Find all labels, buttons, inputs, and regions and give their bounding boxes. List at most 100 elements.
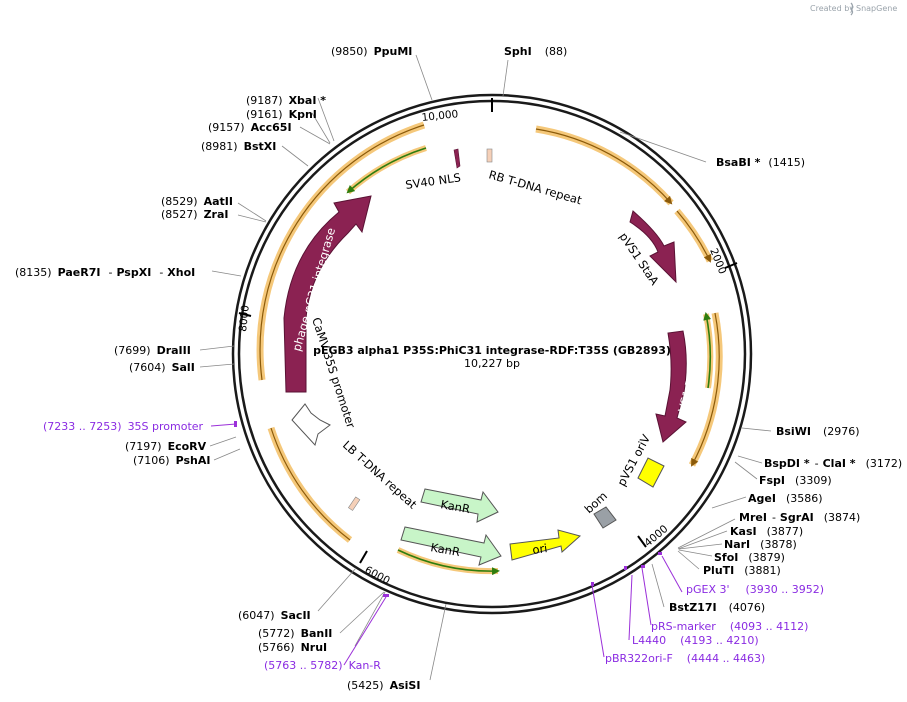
- svg-text:(6047)SacII: (6047)SacII: [238, 609, 311, 622]
- credit-prefix: Created by: [810, 4, 854, 13]
- svg-text:SfoI(3879): SfoI(3879): [714, 551, 785, 564]
- svg-text:NarI(3878): NarI(3878): [724, 538, 797, 551]
- svg-text:(9850)PpuMI: (9850)PpuMI: [331, 45, 412, 58]
- site-kpni: (9161)KpnI: [246, 108, 317, 121]
- snapgene-credit: Created by SnapGene: [810, 2, 897, 16]
- svg-text:BsiWI(2976): BsiWI(2976): [776, 425, 860, 438]
- svg-text:(7233 .. 7253)35S promoter: (7233 .. 7253)35S promoter: [43, 420, 204, 433]
- site-paer7i: (8135)PaeR7I-PspXI-XhoI: [15, 266, 195, 279]
- tick-label-10000: 10,000: [421, 108, 459, 124]
- svg-text:pRS-marker(4093 .. 4112): pRS-marker(4093 .. 4112): [651, 620, 808, 633]
- primer-marks: [234, 421, 662, 597]
- site-draiii: (7699)DraIII: [114, 344, 191, 357]
- svg-text:(7106)PshAI: (7106)PshAI: [133, 454, 210, 467]
- kanr-arrow-1: [420, 488, 499, 523]
- site-bstz17i: BstZ17I(4076): [669, 601, 765, 614]
- green-arc-top-line: [346, 147, 427, 194]
- sv40-mark: [453, 148, 461, 169]
- kanr1-label: KanR: [439, 497, 471, 516]
- svg-text:(5763 .. 5782)Kan-R: (5763 .. 5782)Kan-R: [264, 659, 381, 672]
- primer-kan: (5763 .. 5782)Kan-R: [264, 659, 381, 672]
- site-sacii: (6047)SacII: [238, 609, 311, 622]
- site-agei: AgeI(3586): [748, 492, 823, 505]
- camv-arrow: [291, 403, 331, 447]
- plasmid-title: pEGB3 alpha1 P35S:PhiC31 integrase-RDF:T…: [313, 344, 671, 357]
- primer-lines: [210, 423, 683, 666]
- svg-text:(8135)PaeR7I-PspXI-XhoI: (8135)PaeR7I-PspXI-XhoI: [15, 266, 195, 279]
- svg-text:pGEX 3'(3930 .. 3952): pGEX 3'(3930 .. 3952): [686, 583, 824, 596]
- svg-text:KasI(3877): KasI(3877): [730, 525, 803, 538]
- tick-label-8000: 8000: [237, 304, 252, 332]
- green-arc-bottom-line: [397, 549, 500, 576]
- site-xbai: (9187)XbaI *: [246, 94, 326, 107]
- lb-mark: [348, 496, 361, 511]
- tick-label-2000: 2000: [707, 247, 728, 276]
- site-kasi: KasI(3877): [730, 525, 803, 538]
- sv40-label: SV40 NLS: [404, 170, 461, 192]
- backbone-outer: [231, 93, 753, 615]
- site-bsiwi: BsiWI(2976): [776, 425, 860, 438]
- rb-label: RB T-DNA repeat: [487, 167, 584, 207]
- svg-text:(5772)BanII: (5772)BanII: [258, 627, 332, 640]
- primer-pgex: pGEX 3'(3930 .. 3952): [686, 583, 824, 596]
- svg-text:(9157)Acc65I: (9157)Acc65I: [208, 121, 292, 134]
- site-sali: (7604)SalI: [129, 361, 195, 374]
- svg-text:(5766)NruI: (5766)NruI: [258, 641, 327, 654]
- svg-text:(9187)XbaI *: (9187)XbaI *: [246, 94, 326, 107]
- repa-arrow: [655, 330, 687, 443]
- svg-text:(7197)EcoRV: (7197)EcoRV: [125, 440, 207, 453]
- leader-lines: [199, 54, 772, 681]
- svg-text:(7699)DraIII: (7699)DraIII: [114, 344, 191, 357]
- svg-text:(7604)SalI: (7604)SalI: [129, 361, 195, 374]
- svg-text:SphI(88): SphI(88): [504, 45, 567, 58]
- site-nari: NarI(3878): [724, 538, 797, 551]
- snapgene-logo-icon: [850, 2, 854, 16]
- site-sfoi: SfoI(3879): [714, 551, 785, 564]
- primer-35s: (7233 .. 7253)35S promoter: [43, 420, 204, 433]
- camv-label: CaMV 35S promoter: [309, 316, 358, 430]
- svg-text:FspI(3309): FspI(3309): [759, 474, 832, 487]
- site-asisi: (5425)AsiSI: [347, 679, 420, 692]
- site-bstxi: (8981)BstXI: [201, 140, 276, 153]
- plasmid-size: 10,227 bp: [464, 357, 520, 370]
- site-zrai: (8527)ZraI: [161, 208, 229, 221]
- site-acc65i: (9157)Acc65I: [208, 121, 292, 134]
- stab-arrow: [629, 210, 677, 284]
- site-pluti: PluTI(3881): [703, 564, 781, 577]
- svg-text:pBR322ori-F(4444 .. 4463): pBR322ori-F(4444 .. 4463): [605, 652, 765, 665]
- tick-marks: [238, 98, 738, 564]
- site-ppumi: (9850)PpuMI: [331, 45, 412, 58]
- svg-text:(8527)ZraI: (8527)ZraI: [161, 208, 229, 221]
- tick-label-6000: 6000: [363, 564, 392, 587]
- svg-text:BspDI *-ClaI *(3172): BspDI *-ClaI *(3172): [764, 457, 902, 470]
- site-banii: (5772)BanII: [258, 627, 332, 640]
- svg-text:BsaBI *(1415): BsaBI *(1415): [716, 156, 805, 169]
- svg-text:(5425)AsiSI: (5425)AsiSI: [347, 679, 420, 692]
- site-sphi: SphI(88): [504, 45, 567, 58]
- kanr2-label: KanR: [429, 540, 461, 559]
- rb-mark: [486, 148, 493, 163]
- site-fspi: FspI(3309): [759, 474, 832, 487]
- site-bspdi: BspDI *-ClaI *(3172): [764, 457, 902, 470]
- primer-pbr: pBR322ori-F(4444 .. 4463): [605, 652, 765, 665]
- cds-arrows: [259, 124, 720, 541]
- site-nrui: (5766)NruI: [258, 641, 327, 654]
- site-bsabi: BsaBI *(1415): [716, 156, 805, 169]
- site-mrei: MreI-SgrAI(3874): [739, 511, 860, 524]
- svg-text:MreI-SgrAI(3874): MreI-SgrAI(3874): [739, 511, 860, 524]
- primer-prs: pRS-marker(4093 .. 4112): [651, 620, 808, 633]
- credit-brand: SnapGene: [856, 4, 897, 13]
- bom-box: [593, 506, 617, 529]
- ori-label: ori: [531, 541, 548, 557]
- ori-arrow: [509, 529, 582, 561]
- lb-label: LB T-DNA repeat: [340, 438, 420, 512]
- svg-text:(8529)AatII: (8529)AatII: [161, 195, 233, 208]
- svg-text:BstZ17I(4076): BstZ17I(4076): [669, 601, 765, 614]
- site-pshai: (7106)PshAI: [133, 454, 210, 467]
- svg-text:AgeI(3586): AgeI(3586): [748, 492, 823, 505]
- svg-text:(8981)BstXI: (8981)BstXI: [201, 140, 276, 153]
- integrase-arrow: [283, 195, 372, 393]
- oriv-box: [637, 457, 665, 488]
- svg-text:(9161)KpnI: (9161)KpnI: [246, 108, 317, 121]
